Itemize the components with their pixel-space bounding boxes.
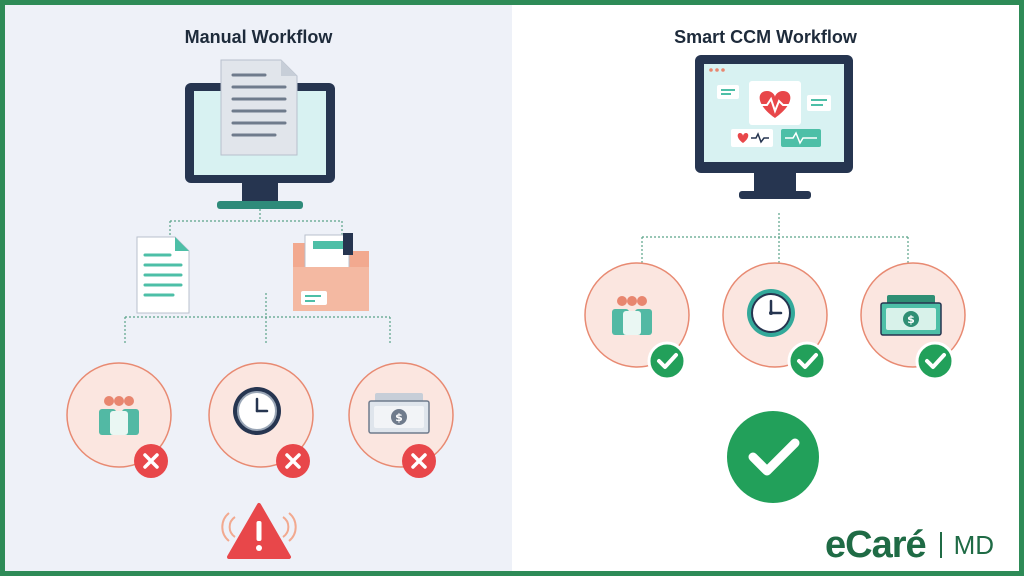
smart-money-node [860,262,966,381]
check-icon [647,341,687,381]
folder-icon [293,233,369,311]
ecare-md-logo: eCaré MD [825,525,994,565]
smart-workflow-title: Smart CCM Workflow [674,27,857,47]
check-icon [915,341,955,381]
money-icon [880,294,942,336]
smart-monitor-icon [695,55,853,199]
logo-sub-text: MD [953,530,995,560]
warning-icon [221,503,297,559]
team-icon [612,296,652,335]
manual-clock-node [208,362,314,480]
logo-main-text: eCaré [825,524,927,566]
cross-icon [400,442,438,480]
logo-separator [939,532,942,558]
smart-clock-node [722,262,828,381]
cross-icon [132,442,170,480]
success-check-icon [727,411,819,503]
manual-workflow-title: Manual Workflow [184,27,333,47]
manual-money-node: $ [348,362,454,480]
document-icon [220,59,298,156]
smart-team-node [584,262,690,381]
paper-document-icon [136,236,190,314]
cross-icon [274,442,312,480]
clock-icon [233,387,281,435]
team-icon [99,396,139,435]
manual-team-node [66,362,172,480]
svg-text:$: $ [395,411,403,424]
money-icon: $ [368,393,430,434]
check-icon [787,341,827,381]
workflow-diagram: $ [66,55,966,559]
clock-icon [745,287,797,339]
